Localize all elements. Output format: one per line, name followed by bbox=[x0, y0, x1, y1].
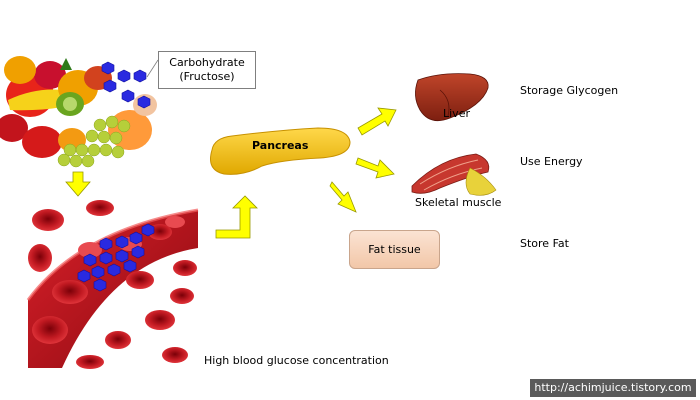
liver-illustration bbox=[415, 73, 489, 122]
blood-vessel-illustration bbox=[26, 200, 199, 369]
pancreas-shape bbox=[210, 127, 351, 175]
fructose-label: (Fructose) bbox=[179, 70, 235, 83]
arrow-to-fat-icon bbox=[329, 181, 357, 213]
blood-glucose-caption: High blood glucose concentration bbox=[204, 354, 389, 367]
fat-tissue-label: Fat tissue bbox=[368, 243, 421, 256]
fruit-illustration bbox=[0, 56, 157, 168]
glucose-molecules-blood bbox=[77, 223, 155, 292]
glucose-molecules-fruit bbox=[101, 61, 151, 109]
use-energy-label: Use Energy bbox=[520, 155, 583, 168]
muscle-illustration bbox=[411, 153, 497, 196]
muscle-label: Skeletal muscle bbox=[415, 196, 502, 209]
callout-line bbox=[146, 59, 159, 78]
arrow-down-icon bbox=[65, 171, 91, 197]
store-fat-label: Store Fat bbox=[520, 237, 569, 250]
fat-tissue-box: Fat tissue bbox=[349, 230, 440, 269]
watermark-url: http://achimjuice.tistory.com bbox=[530, 379, 696, 397]
arrow-up-bent-icon bbox=[215, 195, 258, 239]
carbohydrate-label: Carbohydrate bbox=[169, 56, 245, 69]
arrow-to-muscle-icon bbox=[355, 157, 395, 179]
liver-label: Liver bbox=[443, 107, 470, 120]
carbohydrate-label-box: Carbohydrate (Fructose) bbox=[158, 51, 256, 89]
arrow-to-liver-icon bbox=[357, 107, 397, 136]
pancreas-label: Pancreas bbox=[252, 139, 309, 152]
storage-glycogen-label: Storage Glycogen bbox=[520, 84, 619, 97]
